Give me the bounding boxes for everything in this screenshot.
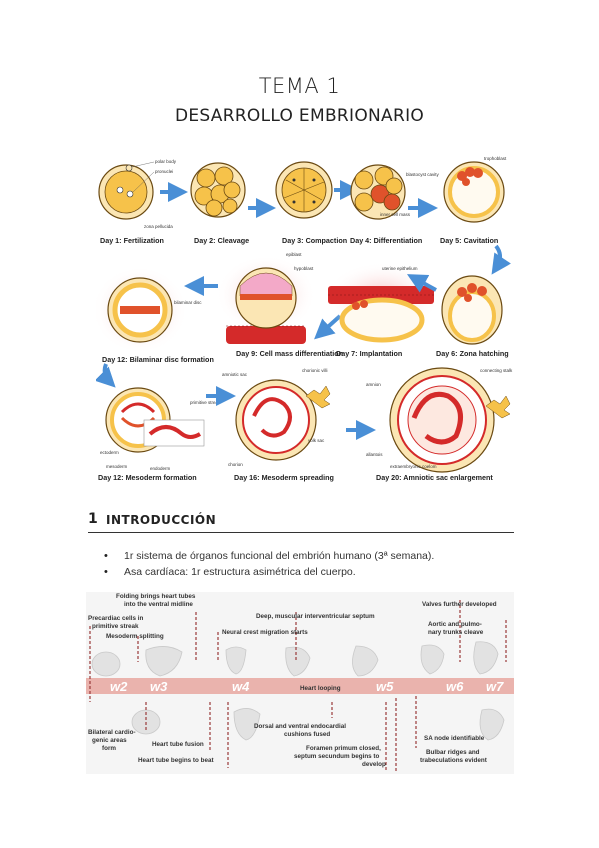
page-title: TEMA 1	[258, 74, 341, 98]
timeline-markers	[89, 600, 507, 772]
label-heart-looping: Heart looping	[300, 685, 341, 692]
week-label: w5	[376, 679, 394, 694]
stage-amniotic-enlargement: amnion connecting stalk allantois extrae…	[366, 367, 513, 473]
week-band	[86, 678, 514, 694]
label-folding-2: into the ventral midline	[124, 601, 193, 608]
label-foramen-3: develop	[362, 761, 386, 768]
callout-inner-cell-mass: inner cell mass	[380, 212, 411, 217]
label-valves: Valves further developed	[422, 601, 497, 608]
label-heart-tube-beat: Heart tube begins to beat	[138, 757, 214, 764]
stage-mesoderm-spreading: amniotic sac chorionic villi yolk sac ch…	[222, 368, 331, 467]
stage-cell-mass: epiblast hypoblast	[226, 252, 314, 344]
callout-connecting-stalk: connecting stalk	[480, 368, 513, 373]
callout-polar-body: polar body	[155, 159, 177, 164]
week-label: w3	[150, 679, 168, 694]
stage-label-day6: Day 6: Zona hatching	[436, 349, 509, 358]
arrow-icon	[406, 274, 437, 293]
section-number: 1	[88, 511, 98, 527]
callout-allantois: allantois	[366, 452, 383, 457]
label-bulbar-2: trabeculations evident	[420, 757, 488, 764]
stage-label-day9: Day 9: Cell mass differentiation	[236, 349, 343, 358]
label-heart-tube-fusion: Heart tube fusion	[152, 741, 204, 748]
callout-trophoblast: trophoblast	[484, 156, 507, 161]
label-foramen: Foramen primum closed,	[306, 745, 381, 752]
callout-yolk-sac: yolk sac	[308, 438, 325, 443]
label-precardiac-2: primitive streak	[92, 623, 139, 630]
stage-label-day20: Day 20: Amniotic sac enlargement	[376, 473, 493, 482]
label-bilateral-3: form	[102, 745, 116, 752]
callout-blastocyst-cavity: blastocyst cavity	[406, 172, 440, 177]
arrow-icon	[96, 363, 116, 388]
callout-pronuclei: pronuclei	[155, 169, 173, 174]
heart-development-timeline: w2 w3 w4 w5 w6 w7 Folding brings heart t…	[86, 592, 514, 774]
label-foramen-2: septum secundum begins to	[294, 753, 380, 760]
callout-epiblast: epiblast	[286, 252, 302, 257]
callout-amnion: amnion	[366, 382, 381, 387]
stage-zona-hatching	[441, 275, 503, 345]
page-subtitle: DESARROLLO EMBRIONARIO	[174, 106, 425, 126]
stage-differentiation: inner cell mass	[350, 164, 411, 220]
callout-uterine-epithelium: uterine epithelium	[382, 266, 418, 271]
callout-primitive-streak: primitive streak	[190, 400, 221, 405]
label-bilateral-2: genic areas	[92, 737, 127, 744]
callout-hypoblast: hypoblast	[294, 266, 314, 271]
stage-label-day2: Day 2: Cleavage	[194, 236, 249, 245]
label-septum: Deep, muscular interventricular septum	[256, 613, 375, 620]
stage-label-day16: Day 16: Mesoderm spreading	[234, 473, 334, 482]
section-title: INTRODUCCIÓN	[106, 513, 217, 527]
callout-amniotic-sac: amniotic sac	[222, 372, 248, 377]
callout-zona: zona pellucida	[144, 224, 173, 229]
stage-cleavage	[190, 162, 246, 218]
list-item: Asa cardíaca: 1r estructura asimétrica d…	[104, 564, 514, 580]
label-bilateral: Bilateral cardio-	[88, 729, 136, 736]
label-bulbar: Bulbar ridges and	[426, 749, 480, 756]
label-cushions: Dorsal and ventral endocardial	[254, 723, 346, 730]
stage-compaction	[275, 161, 333, 219]
callout-endoderm: endoderm	[150, 466, 171, 471]
week-label: w7	[486, 679, 504, 694]
stage-label-day12a: Day 12: Bilaminar disc formation	[102, 355, 214, 364]
section-heading: 1 INTRODUCCIÓN	[88, 511, 514, 533]
callout-ectoderm: ectoderm	[100, 450, 119, 455]
label-aortic: Aortic and pulmo-	[428, 621, 482, 628]
callout-mesoderm: mesoderm	[106, 464, 128, 469]
stage-bilaminar: bilaminar disc	[107, 277, 202, 343]
list-item: 1r sistema de órganos funcional del embr…	[104, 548, 514, 564]
week-label: w2	[110, 679, 128, 694]
label-mesoderm-splitting: Mesoderm splitting	[106, 633, 164, 640]
stage-label-day3: Day 3: Compaction	[282, 236, 347, 245]
label-folding: Folding brings heart tubes	[116, 593, 196, 600]
week-label: w4	[232, 679, 250, 694]
stage-fertilization: polar body pronuclei zona pellucida	[98, 159, 177, 229]
callout-chorionic-villi: chorionic villi	[302, 368, 328, 373]
arrow-icon	[491, 244, 511, 275]
stage-label-day5: Day 5: Cavitation	[440, 236, 498, 245]
stage-cavitation: trophoblast blastocyst cavity	[406, 156, 507, 223]
callout-bilaminar-disc: bilaminar disc	[174, 300, 202, 305]
callout-chorion: chorion	[228, 462, 243, 467]
label-neural-crest: Neural crest migration starts	[222, 629, 308, 636]
callout-extraembryonic-coelom: extraembryonic coelom	[390, 464, 437, 469]
stage-label-day4: Day 4: Differentiation	[350, 236, 422, 245]
stage-label-day12b: Day 12: Mesoderm formation	[98, 473, 197, 482]
bullet-list: 1r sistema de órganos funcional del embr…	[104, 548, 514, 580]
label-precardiac: Precardiac cells in	[88, 615, 143, 622]
stage-label-day7: Day 7: Implantation	[336, 349, 402, 358]
embryo-development-figure: polar body pronuclei zona pellucida Day …	[96, 156, 513, 482]
label-cushions-2: cushions fused	[284, 731, 330, 738]
week-label: w6	[446, 679, 464, 694]
heart-silhouettes	[91, 641, 505, 741]
label-aortic-2: nary trunks cleave	[428, 629, 484, 636]
stage-label-day1: Day 1: Fertilization	[100, 236, 164, 245]
stage-mesoderm-formation: ectoderm mesoderm endoderm primitive str…	[100, 387, 221, 471]
label-sa-node: SA node identifiable	[424, 735, 485, 742]
